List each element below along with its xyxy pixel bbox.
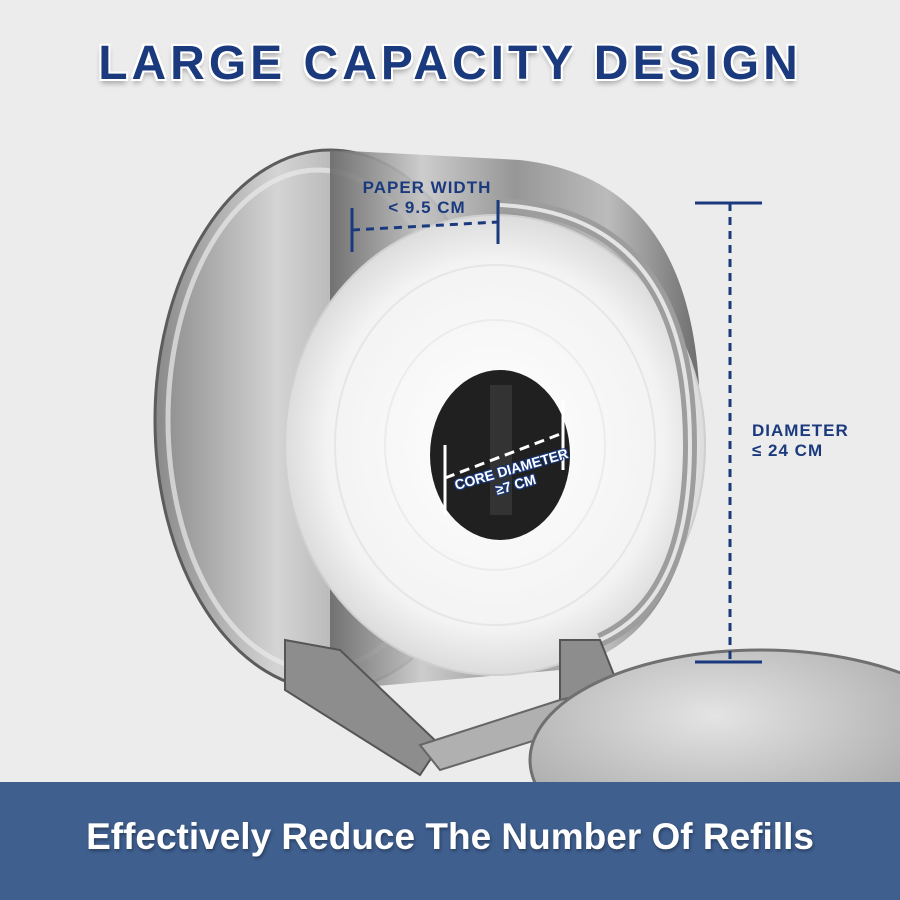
diameter-label: DIAMETER ≤ 24 CM — [752, 421, 849, 461]
dispenser-ring — [499, 198, 698, 647]
core-diameter-marker — [443, 400, 565, 515]
bottom-banner — [0, 782, 900, 900]
headline: LARGE CAPACITY DESIGN — [98, 37, 802, 90]
paper-roll — [284, 214, 706, 676]
paper-width-value: < 9.5 CM — [388, 198, 466, 217]
paper-width-marker — [350, 200, 500, 252]
diameter-marker — [695, 201, 762, 664]
paper-width-label: PAPER WIDTH < 9.5 CM — [350, 178, 504, 218]
banner-text: Effectively Reduce The Number Of Refills — [86, 816, 814, 857]
diameter-title: DIAMETER — [752, 421, 849, 440]
paper-width-title: PAPER WIDTH — [362, 178, 492, 197]
diameter-value: ≤ 24 CM — [752, 441, 824, 460]
